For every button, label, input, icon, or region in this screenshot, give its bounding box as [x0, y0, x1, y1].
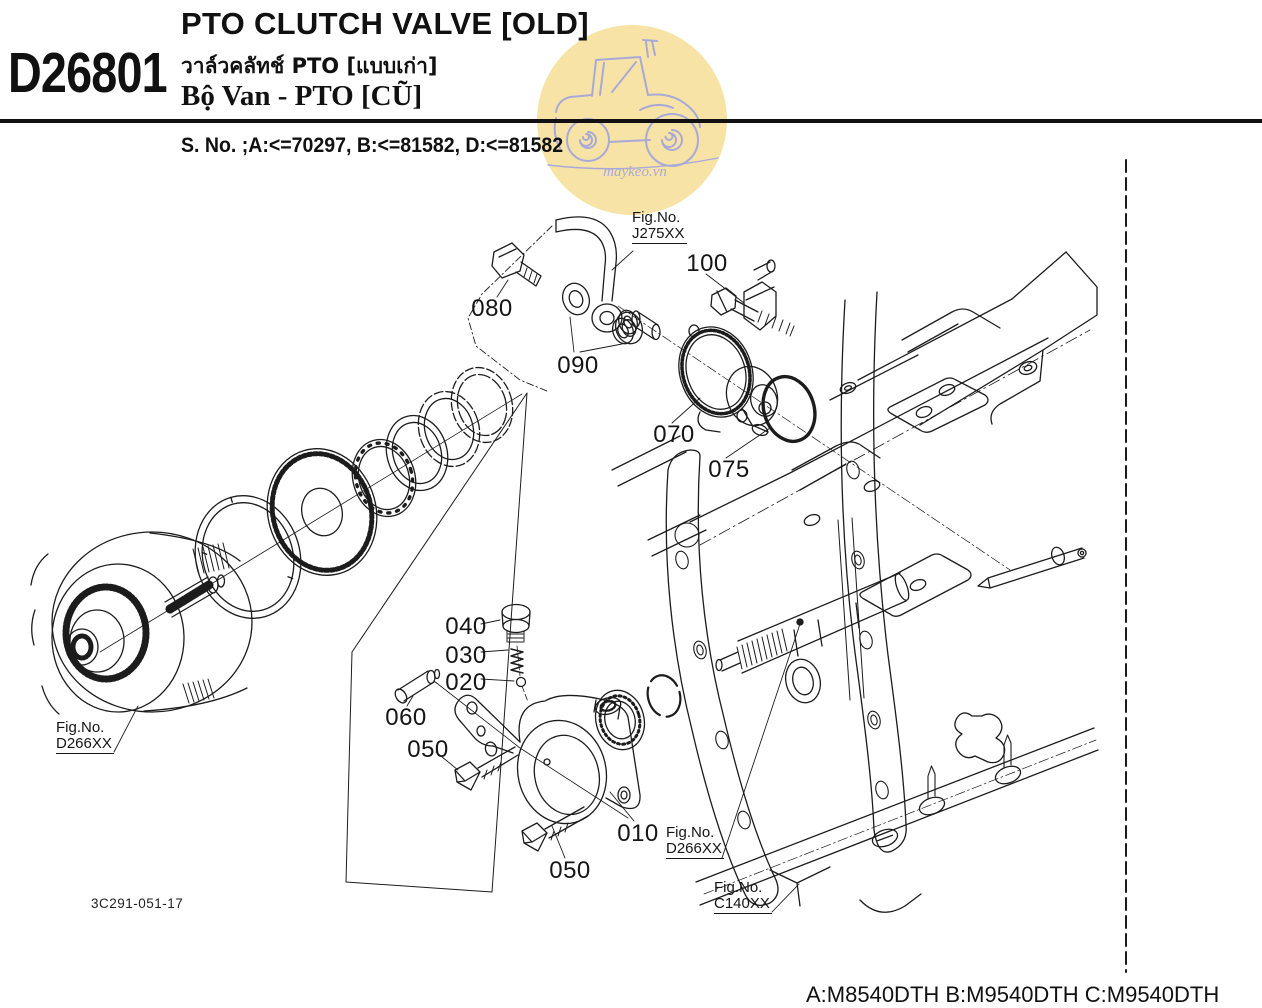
stack-centerline	[99, 393, 523, 653]
disc-stack-art	[194, 366, 514, 619]
header-divider	[0, 119, 1262, 123]
figref-label: Fig.No.	[56, 719, 105, 736]
callout-090: 090	[557, 352, 599, 379]
callout-030: 030	[445, 642, 487, 669]
clutch-drum-art	[30, 531, 253, 715]
figref-code: J275XX	[632, 225, 687, 244]
figref-d266xx-drum: Fig.No. D266XX	[56, 720, 114, 754]
callout-020: 020	[445, 669, 487, 696]
figref-label: Fig.No.	[666, 824, 715, 841]
figref-d266xx-case: Fig.No. D266XX	[666, 825, 724, 859]
callout-080: 080	[471, 295, 513, 322]
callout-100: 100	[686, 250, 728, 277]
serial-number-note: S. No. ;A:<=70297, B:<=81582, D:<=81582	[181, 134, 564, 157]
callout-040: 040	[445, 613, 487, 640]
pipe-group-art	[467, 216, 644, 392]
figref-label: Fig.No.	[714, 879, 763, 896]
model-applicability: A:M8540DTH B:M9540DTH C:M9540DTH	[806, 982, 1220, 1007]
tractor-watermark-icon	[547, 39, 719, 170]
figref-c140xx: Fig.No. C140XX	[714, 880, 772, 914]
leader-lines	[113, 250, 801, 913]
figref-code: C140XX	[714, 895, 772, 914]
page-title-thai: วาล์วคลัทช์ PTO [แบบเก่า]	[181, 54, 438, 78]
shaft-bearing-art	[594, 572, 910, 751]
watermark-text: maykeo.vn	[603, 164, 667, 180]
figref-j275xx: Fig.No. J275XX	[632, 210, 687, 244]
figref-code: D266XX	[56, 735, 114, 754]
figref-code: D266XX	[666, 840, 724, 859]
group-plane	[345, 392, 528, 893]
page-title: PTO CLUTCH VALVE [OLD]	[181, 6, 589, 41]
drawing-number: 3C291-051-17	[91, 896, 184, 911]
valve-body-art	[394, 603, 641, 852]
page-title-vietnamese: Bộ Van - PTO [CŨ]	[181, 80, 423, 112]
callout-010: 010	[617, 820, 659, 847]
callout-060: 060	[385, 704, 427, 731]
callout-075: 075	[708, 456, 750, 483]
figure-code: D26801	[8, 41, 168, 105]
callout-050b: 050	[549, 857, 591, 884]
callout-070: 070	[653, 421, 695, 448]
figref-label: Fig.No.	[632, 209, 681, 226]
transmission-case-art	[611, 251, 1099, 913]
callout-050a: 050	[407, 736, 449, 763]
valve-assembly-art	[617, 259, 1011, 571]
